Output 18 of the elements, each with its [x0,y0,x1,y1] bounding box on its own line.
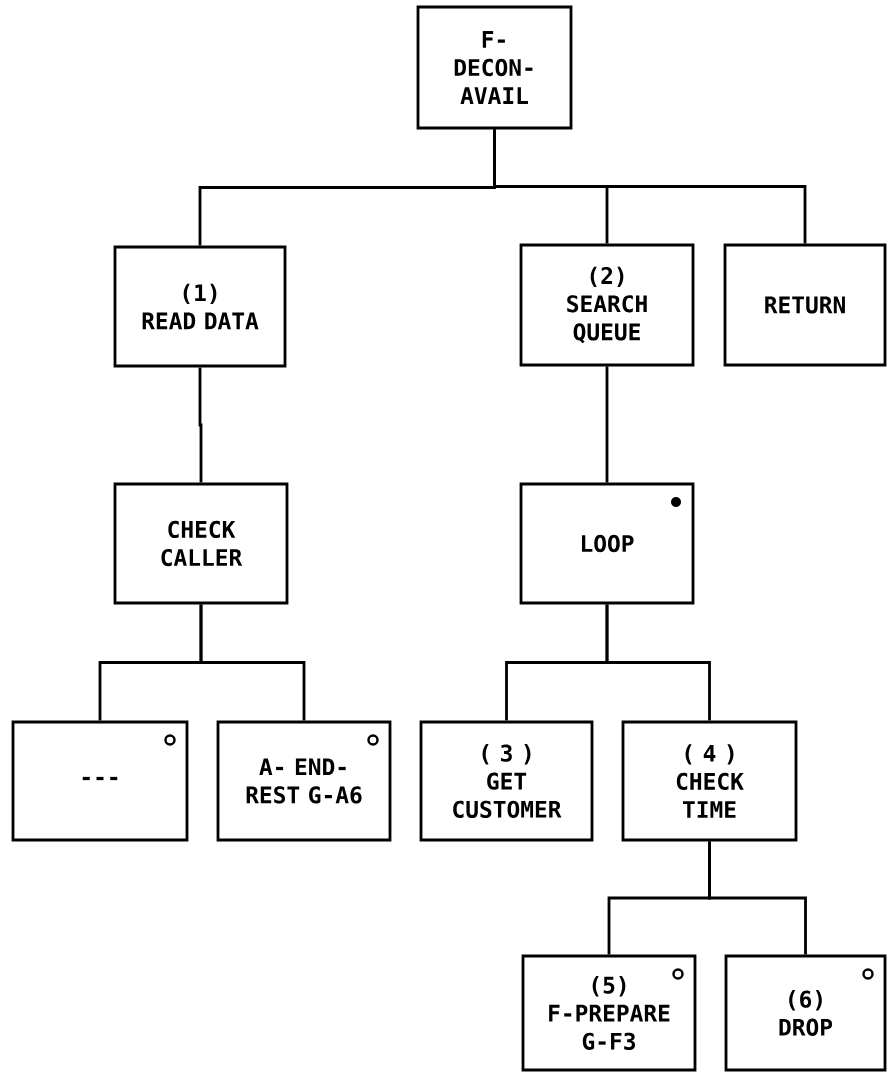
process-box: CHECK CALLER [113,482,289,605]
process-box: (5) F-PREPARE G-F3 [521,954,697,1072]
process-box: ( 4 ) CHECK TIME [621,720,798,842]
connector-line [708,841,807,955]
process-box: RETURN [723,243,887,367]
connector-line [198,367,203,483]
process-box: --- [11,720,189,842]
process-box: LOOP [519,482,695,605]
connector-line [605,366,609,483]
connector-line [493,129,807,244]
connector-line [605,604,711,721]
connector-line [199,604,306,721]
process-box: A- END-REST G-A6 [216,720,392,842]
process-box: F- DECON- AVAIL [416,5,573,130]
process-box: (6) DROP [724,954,887,1072]
process-box: (2) SEARCH QUEUE [519,243,695,367]
process-box: ( 3 ) GET CUSTOMER [419,720,594,842]
process-box: (1) READ DATA [113,245,287,368]
